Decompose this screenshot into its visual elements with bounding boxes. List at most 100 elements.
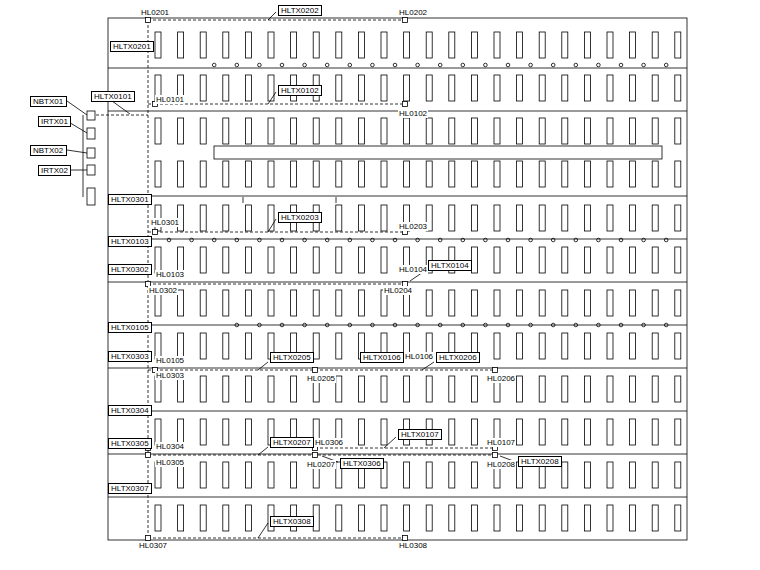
- lamp-fixture: [494, 161, 500, 187]
- lamp-fixture: [562, 247, 568, 273]
- lamp-fixture: [268, 75, 274, 101]
- lamp-fixture: [539, 419, 545, 445]
- lamp-fixture: [607, 505, 613, 531]
- lamp-fixture: [200, 462, 206, 488]
- lamp-fixture: [562, 290, 568, 316]
- lamp-fixture: [630, 505, 636, 531]
- lamp-fixture: [245, 247, 251, 273]
- lamp-fixture: [268, 376, 274, 402]
- point-label: HL0308: [398, 541, 428, 550]
- lamp-fixture: [539, 205, 545, 231]
- sensor-dot: [597, 238, 601, 242]
- tag-text: HLTX0301: [111, 195, 149, 204]
- point-label: HL0302: [148, 286, 178, 295]
- circuit-wire: [155, 370, 495, 371]
- lamp-fixture: [291, 32, 297, 58]
- sensor-dot: [574, 323, 578, 327]
- lamp-fixture: [200, 376, 206, 402]
- sensor-dot: [348, 238, 352, 242]
- tag-box: HLTX0306: [340, 458, 384, 469]
- sensor-dot: [280, 323, 284, 327]
- lamp-fixture: [539, 505, 545, 531]
- lamp-fixture: [223, 205, 229, 231]
- leader-line: [268, 92, 276, 104]
- sensor-dot: [438, 63, 442, 67]
- lamp-fixture: [630, 118, 636, 144]
- tag-text: HLTX0105: [111, 323, 149, 332]
- lamp-fixture: [562, 462, 568, 488]
- point-label: HL0101: [155, 95, 185, 104]
- tag-text: HLTX0202: [281, 6, 319, 15]
- sensor-dot: [574, 238, 578, 242]
- lamp-fixture: [471, 32, 477, 58]
- lamp-fixture: [245, 419, 251, 445]
- lamp-fixture: [178, 505, 184, 531]
- row-line: [108, 196, 687, 197]
- lamp-fixture: [313, 333, 319, 359]
- lamp-fixture: [675, 118, 681, 144]
- lamp-fixture: [607, 75, 613, 101]
- lamp-fixture: [517, 376, 523, 402]
- lamp-fixture: [313, 505, 319, 531]
- tag-box: HLTX0105: [108, 322, 152, 333]
- sensor-dot: [190, 238, 194, 242]
- point-label: HL0104: [398, 265, 428, 274]
- lamp-fixture: [675, 205, 681, 231]
- tag-text: HLTX0203: [281, 213, 319, 222]
- sensor-dot: [551, 238, 555, 242]
- lamp-fixture: [336, 505, 342, 531]
- lamp-fixture: [607, 205, 613, 231]
- lamp-fixture: [652, 75, 658, 101]
- lamp-fixture: [223, 161, 229, 187]
- lamp-fixture: [652, 290, 658, 316]
- lamp-fixture: [517, 205, 523, 231]
- lamp-fixture: [223, 290, 229, 316]
- lamp-fixture: [652, 205, 658, 231]
- circuit-wire: [315, 448, 495, 449]
- tag-box: HLTX0106: [360, 352, 404, 363]
- sensor-dot: [506, 63, 510, 67]
- lamp-fixture: [268, 32, 274, 58]
- lamp-fixture: [268, 462, 274, 488]
- lamp-fixture: [404, 462, 410, 488]
- lamp-fixture: [494, 333, 500, 359]
- point-label: HL0106: [404, 352, 434, 361]
- lamp-fixture: [584, 75, 590, 101]
- control-cabinet: [87, 111, 95, 120]
- lamp-fixture: [200, 75, 206, 101]
- sensor-dot: [484, 238, 488, 242]
- tag-text: HLTX0206: [439, 353, 477, 362]
- lamp-fixture: [268, 290, 274, 316]
- lamp-fixture: [336, 161, 342, 187]
- lamp-fixture: [245, 205, 251, 231]
- tag-text: HLTX0308: [273, 517, 311, 526]
- lamp-fixture: [539, 333, 545, 359]
- lamp-fixture: [630, 419, 636, 445]
- lamp-fixture: [630, 462, 636, 488]
- lamp-fixture: [562, 161, 568, 187]
- point-label: HL0306: [314, 438, 344, 447]
- sensor-dot: [303, 323, 307, 327]
- lamp-fixture: [245, 32, 251, 58]
- lamp-fixture: [471, 161, 477, 187]
- lamp-fixture: [313, 247, 319, 273]
- lamp-fixture: [313, 32, 319, 58]
- lamp-fixture: [245, 505, 251, 531]
- lamp-fixture: [336, 32, 342, 58]
- sensor-dot: [258, 63, 262, 67]
- lamp-fixture: [336, 247, 342, 273]
- sensor-dot: [619, 238, 623, 242]
- lamp-fixture: [178, 32, 184, 58]
- row-line: [108, 282, 687, 283]
- lamp-fixture: [426, 161, 432, 187]
- lamp-fixture: [675, 376, 681, 402]
- lamp-fixture: [584, 118, 590, 144]
- junction-box: [146, 536, 151, 541]
- lamp-fixture: [675, 333, 681, 359]
- lamp-fixture: [313, 161, 319, 187]
- sensor-dot: [258, 323, 262, 327]
- lamp-fixture: [404, 118, 410, 144]
- lamp-fixture: [178, 118, 184, 144]
- sensor-dot: [461, 323, 465, 327]
- outer-frame: [108, 18, 687, 540]
